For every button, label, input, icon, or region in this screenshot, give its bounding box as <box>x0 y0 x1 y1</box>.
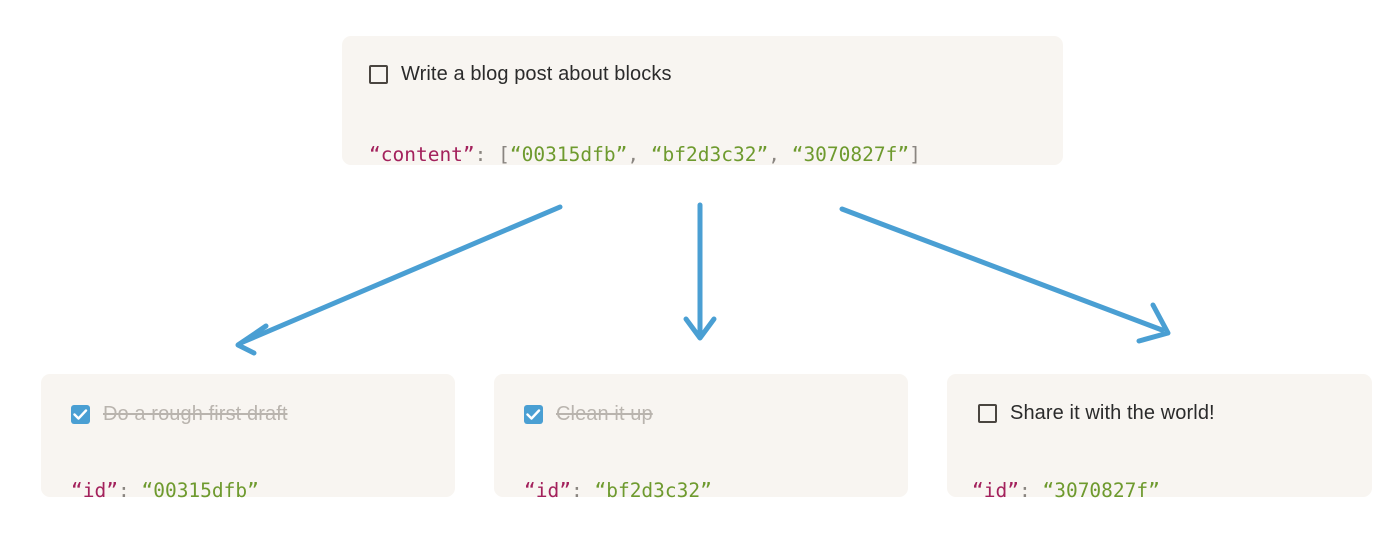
child-task-card-3[interactable]: Share it with the world! “id”: “3070827f… <box>947 374 1372 502</box>
child-task-label-1: Do a rough first draft <box>103 403 288 425</box>
arrow-to-child-1 <box>235 204 563 356</box>
json-colon: : <box>1018 479 1031 502</box>
json-value-0: “00315dfb” <box>509 143 628 166</box>
parent-task-label: Write a blog post about blocks <box>401 63 672 85</box>
child-task-row-3[interactable]: Share it with the world! <box>978 402 1215 425</box>
checkbox-checked-icon[interactable] <box>524 405 543 424</box>
json-key: “id” <box>71 479 118 502</box>
child-task-card-2[interactable]: Clean it up “id”: “bf2d3c32” <box>494 374 908 502</box>
checkbox-unchecked-icon[interactable] <box>369 65 388 84</box>
json-value-1: “bf2d3c32” <box>650 143 769 166</box>
json-open-bracket: [ <box>498 143 510 166</box>
arrow-to-child-2 <box>683 202 717 341</box>
json-colon: : <box>474 143 487 166</box>
checkbox-unchecked-icon[interactable] <box>978 404 997 423</box>
child-task-card-1[interactable]: Do a rough first draft “id”: “00315dfb” <box>41 374 455 502</box>
child-code-line-2: “id”: “bf2d3c32” <box>524 479 712 502</box>
parent-task-card[interactable]: Write a blog post about blocks “content”… <box>342 36 1063 166</box>
json-key: “id” <box>972 479 1019 502</box>
child-task-row-1[interactable]: Do a rough first draft <box>71 403 288 426</box>
parent-task-row[interactable]: Write a blog post about blocks <box>369 63 672 86</box>
json-sep-0: , <box>627 143 651 166</box>
json-close-bracket: ] <box>909 143 921 166</box>
json-colon: : <box>117 479 130 502</box>
json-value: “3070827f” <box>1042 479 1160 502</box>
json-sep-1: , <box>768 143 792 166</box>
parent-code-line: “content”: [“00315dfb”, “bf2d3c32”, “307… <box>369 143 921 166</box>
json-value: “00315dfb” <box>141 479 259 502</box>
json-value-2: “3070827f” <box>791 143 910 166</box>
child-task-row-2[interactable]: Clean it up <box>524 403 653 426</box>
json-colon: : <box>570 479 583 502</box>
child-task-label-3: Share it with the world! <box>1010 402 1215 424</box>
json-value: “bf2d3c32” <box>594 479 712 502</box>
checkbox-checked-icon[interactable] <box>71 405 90 424</box>
child-task-label-2: Clean it up <box>556 403 653 425</box>
checkmark-icon <box>526 409 541 420</box>
json-key: “content” <box>369 143 475 166</box>
checkmark-icon <box>73 409 88 420</box>
child-code-line-3: “id”: “3070827f” <box>972 479 1160 502</box>
arrow-to-child-3 <box>839 206 1171 344</box>
json-key: “id” <box>524 479 571 502</box>
child-code-line-1: “id”: “00315dfb” <box>71 479 259 502</box>
